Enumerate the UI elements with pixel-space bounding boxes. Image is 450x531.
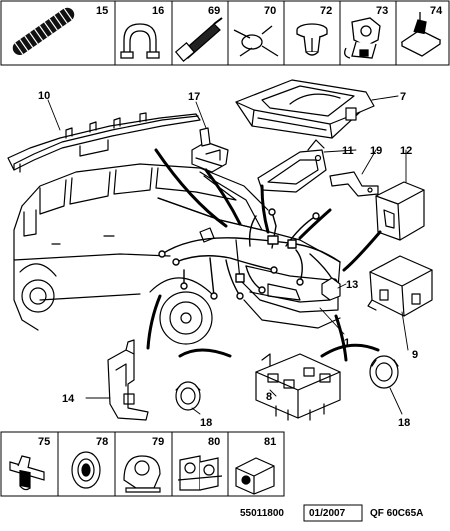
edge-clip-icon — [235, 457, 275, 495]
callout-13: 13 — [346, 279, 358, 291]
grommet-part-left[interactable] — [175, 381, 201, 411]
part-number: 79 — [152, 436, 164, 448]
part-number: 80 — [208, 436, 220, 448]
tube-clip-icon — [123, 455, 161, 493]
part-number: 75 — [38, 436, 50, 448]
bracket-part-14[interactable] — [107, 339, 149, 421]
top-part-numbers: 15 16 69 70 72 73 74 — [96, 5, 443, 17]
callout-1: 1 — [344, 337, 350, 349]
reference-number: 55011800 — [240, 508, 284, 519]
double-clip-icon — [177, 455, 223, 491]
part-cell-74[interactable] — [395, 0, 450, 66]
drawing-code: QF 60C65A — [370, 508, 423, 519]
callout-9: 9 — [412, 349, 418, 361]
callout-8: 8 — [266, 391, 272, 403]
part-number: 81 — [264, 436, 276, 448]
callout-17: 17 — [188, 91, 200, 103]
harness-clip-icon — [344, 17, 381, 59]
part-number: 78 — [96, 436, 108, 448]
grommet-part-right[interactable] — [369, 355, 399, 389]
cover-cap-part[interactable] — [375, 181, 425, 241]
fir-tree-clip-icon — [400, 12, 442, 57]
part-number: 73 — [376, 5, 388, 17]
part-number: 70 — [264, 5, 276, 17]
bottom-parts-strip — [0, 431, 285, 497]
main-assembly-drawing — [7, 79, 433, 421]
part-number: 74 — [430, 5, 443, 17]
cover-plate-part[interactable] — [257, 139, 327, 193]
relay-holder-part[interactable] — [255, 353, 341, 421]
fuse-box-part[interactable] — [367, 255, 433, 317]
top-parts-strip — [0, 0, 450, 66]
edition-date: 01/2007 — [309, 508, 346, 519]
vehicle-body — [13, 163, 341, 345]
part-number: 72 — [320, 5, 332, 17]
bottom-part-numbers: 75 78 79 80 81 — [38, 436, 276, 448]
wiring-harness[interactable] — [158, 208, 341, 300]
guide-lines — [146, 148, 382, 362]
callout-11: 11 — [342, 145, 354, 157]
cable-tie-loop-icon — [233, 25, 279, 57]
part-cell-81[interactable] — [227, 431, 285, 497]
callout-numbers: 10 17 7 11 19 12 13 1 9 14 18 8 18 — [38, 90, 418, 429]
callout-10: 10 — [38, 90, 50, 102]
stud-clip-icon — [9, 455, 45, 491]
convoluted-tube-icon — [12, 7, 75, 55]
callout-14: 14 — [62, 393, 75, 405]
callout-7: 7 — [400, 91, 406, 103]
part-number: 16 — [152, 5, 164, 17]
pipe-clip-icon — [120, 23, 160, 59]
callout-18: 18 — [200, 417, 212, 429]
push-rivet-icon — [296, 23, 328, 56]
part-number: 69 — [208, 5, 220, 17]
grommet-icon — [71, 451, 101, 489]
callout-18: 18 — [398, 417, 410, 429]
part-number: 15 — [96, 5, 108, 17]
cable-tie-icon — [174, 17, 223, 62]
wiring-channel-part[interactable] — [7, 112, 201, 173]
bracket-part-17[interactable] — [191, 127, 229, 173]
callout-12: 12 — [400, 145, 412, 157]
relay-box-cover-part[interactable] — [235, 79, 375, 139]
footer: 55011800 01/2007 QF 60C65A — [240, 504, 423, 522]
bracket-strip-part[interactable] — [329, 171, 379, 197]
callout-19: 19 — [370, 145, 382, 157]
date-box — [303, 504, 363, 522]
leader-lines — [47, 95, 409, 415]
connector-clip-part[interactable] — [321, 277, 341, 301]
